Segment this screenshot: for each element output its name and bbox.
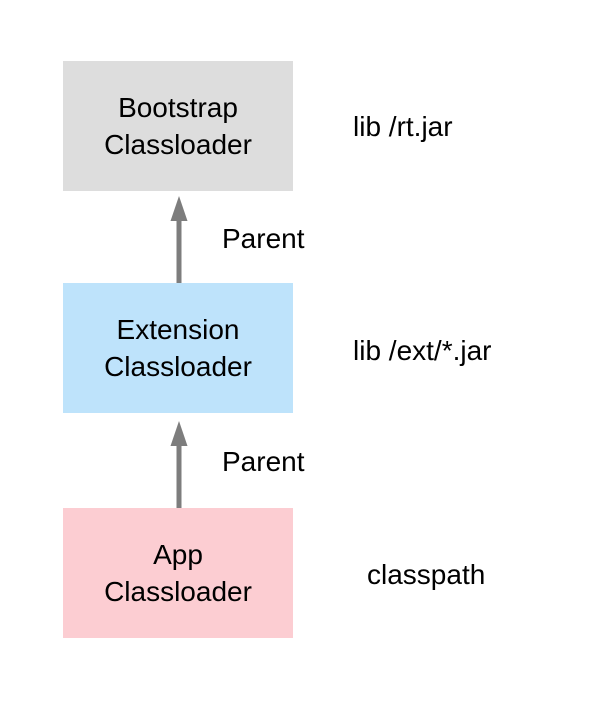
- node-bootstrap-label-line1: Bootstrap: [118, 92, 238, 123]
- arrow-head-icon: [170, 196, 188, 221]
- arrow-head-icon: [170, 421, 188, 446]
- node-extension-label-line2: Classloader: [104, 351, 252, 382]
- node-app-label-line1: App: [153, 539, 203, 570]
- node-extension-label-line1: Extension: [116, 314, 240, 345]
- node-bootstrap-classloader: Bootstrap Classloader: [63, 61, 293, 191]
- edge-label-parent-lower: Parent: [222, 446, 305, 477]
- node-app-label-line2: Classloader: [104, 576, 252, 607]
- side-label-ext-jar: lib /ext/*.jar: [353, 335, 492, 366]
- edge-label-parent-upper: Parent: [222, 223, 305, 254]
- side-label-rt-jar: lib /rt.jar: [353, 111, 453, 142]
- node-app-classloader: App Classloader: [63, 508, 293, 638]
- side-label-classpath: classpath: [367, 559, 486, 590]
- node-bootstrap-label-line2: Classloader: [104, 129, 252, 160]
- node-extension-classloader: Extension Classloader: [63, 283, 293, 413]
- parent-arrow-app-to-extension: [170, 421, 188, 508]
- parent-arrow-extension-to-bootstrap: [170, 196, 188, 283]
